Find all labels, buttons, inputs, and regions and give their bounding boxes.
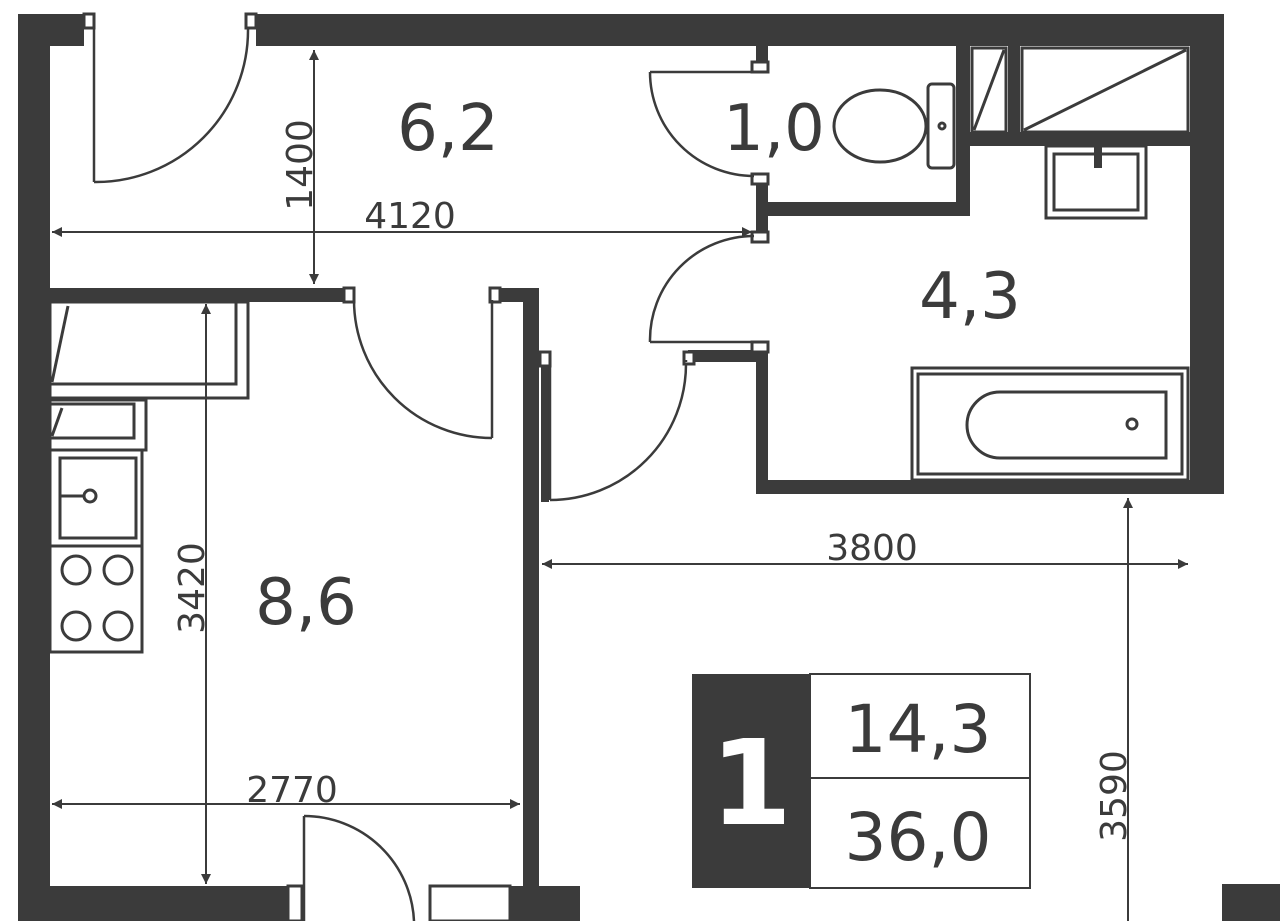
wall-bottom-left bbox=[18, 886, 288, 921]
bathtub-icon bbox=[910, 366, 1190, 482]
wall-top-main bbox=[256, 14, 1224, 46]
entrance-door-icon bbox=[82, 12, 258, 184]
dim-hall-width: 4120 bbox=[364, 196, 456, 237]
wall-corridor-right bbox=[541, 352, 549, 502]
wall-right bbox=[1190, 14, 1224, 492]
dim-living-depth: 3590 bbox=[1094, 750, 1135, 842]
wall-kitchen-right bbox=[523, 288, 539, 921]
fixtures bbox=[48, 46, 1190, 921]
entry-cabinet bbox=[428, 884, 512, 921]
wall-kitchen-top bbox=[50, 288, 344, 302]
dim-kitchen-depth: 3420 bbox=[172, 542, 213, 634]
bottom-door-icon bbox=[286, 814, 416, 921]
room-area-hall: 6,2 bbox=[397, 92, 499, 166]
bath-sink-icon bbox=[1044, 144, 1148, 220]
toilet-icon bbox=[832, 82, 956, 170]
dim-living-width: 3800 bbox=[826, 528, 918, 569]
dim-kitchen-width: 2770 bbox=[246, 770, 338, 811]
wall-wc-right bbox=[956, 46, 970, 216]
room-count: 1 bbox=[710, 714, 792, 852]
kitchen-door-icon bbox=[342, 286, 502, 440]
total-area: 36,0 bbox=[845, 799, 992, 876]
wall-bath-bottom bbox=[756, 480, 1224, 494]
wall-wc-bottom bbox=[756, 202, 970, 216]
room-area-bathroom: 4,3 bbox=[919, 260, 1021, 334]
wall-left bbox=[18, 14, 50, 921]
kitchen-counter-inner bbox=[48, 402, 136, 440]
dim-hall-depth: 1400 bbox=[280, 119, 321, 211]
wc-door-icon bbox=[648, 60, 770, 186]
dimension-lines bbox=[52, 50, 1188, 921]
living-area: 14,3 bbox=[845, 691, 992, 768]
walls bbox=[18, 14, 1280, 921]
wall-bottom-right bbox=[1222, 884, 1280, 921]
room-area-wc: 1,0 bbox=[723, 92, 825, 166]
wall-bath-top bbox=[970, 132, 1190, 146]
wall-bottom-center bbox=[510, 886, 580, 921]
wall-bath-door-sill bbox=[688, 350, 768, 362]
living-door-icon bbox=[538, 350, 696, 502]
kitchen-sink-icon bbox=[48, 448, 144, 548]
wall-bath-shaft bbox=[1008, 46, 1020, 134]
area-summary-badge: 1 14,3 36,0 bbox=[692, 673, 1031, 889]
wall-bath-left-lower bbox=[756, 346, 768, 494]
bathroom-door-icon bbox=[648, 230, 770, 354]
room-area-kitchen: 8,6 bbox=[255, 566, 357, 640]
kitchen-shaft-inner bbox=[48, 300, 238, 386]
stove-icon bbox=[48, 544, 144, 654]
doors bbox=[82, 12, 770, 921]
